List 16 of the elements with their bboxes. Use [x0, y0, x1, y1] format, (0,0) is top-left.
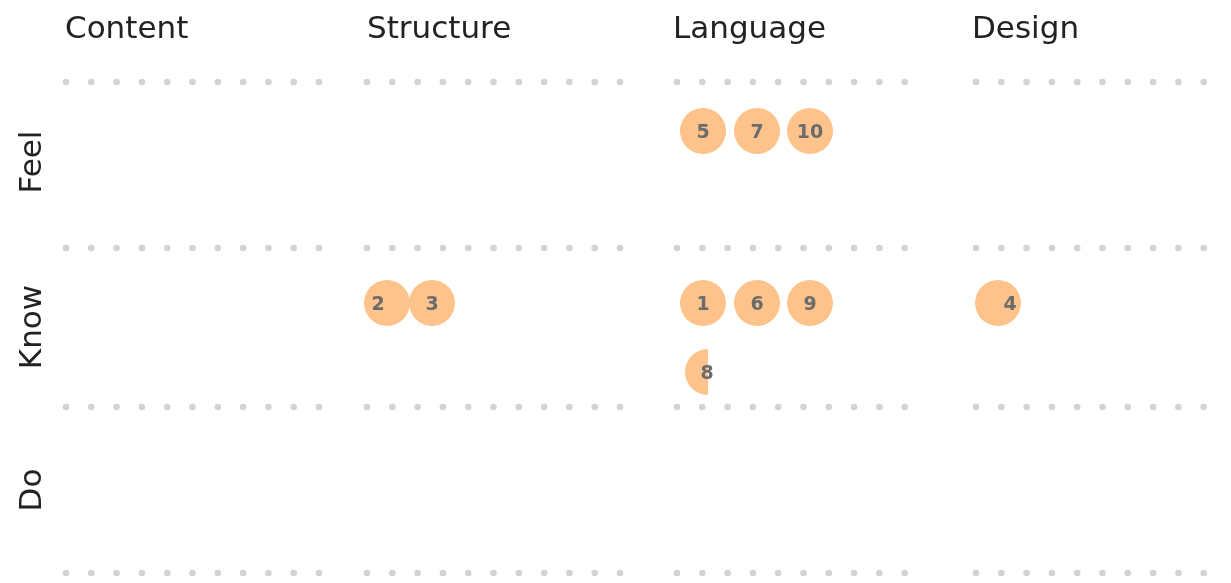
row-header: Feel	[12, 130, 48, 194]
column-header: Content	[65, 9, 189, 45]
circle-marker: 7	[734, 108, 780, 154]
circle-marker: 3	[409, 280, 455, 326]
row-header: Know	[12, 284, 48, 370]
column-header: Structure	[367, 9, 512, 45]
column-header: Design	[972, 9, 1080, 45]
circle-marker: 9	[787, 280, 833, 326]
column-header: Language	[673, 9, 826, 45]
circle-marker: 1	[680, 280, 726, 326]
row-header: Do	[12, 468, 48, 512]
circle-marker: 5	[680, 108, 726, 154]
circle-marker: 10	[787, 108, 833, 154]
circle-marker: 6	[734, 280, 780, 326]
circle-marker: 4	[975, 280, 1021, 326]
circle-marker: 2	[364, 280, 410, 326]
